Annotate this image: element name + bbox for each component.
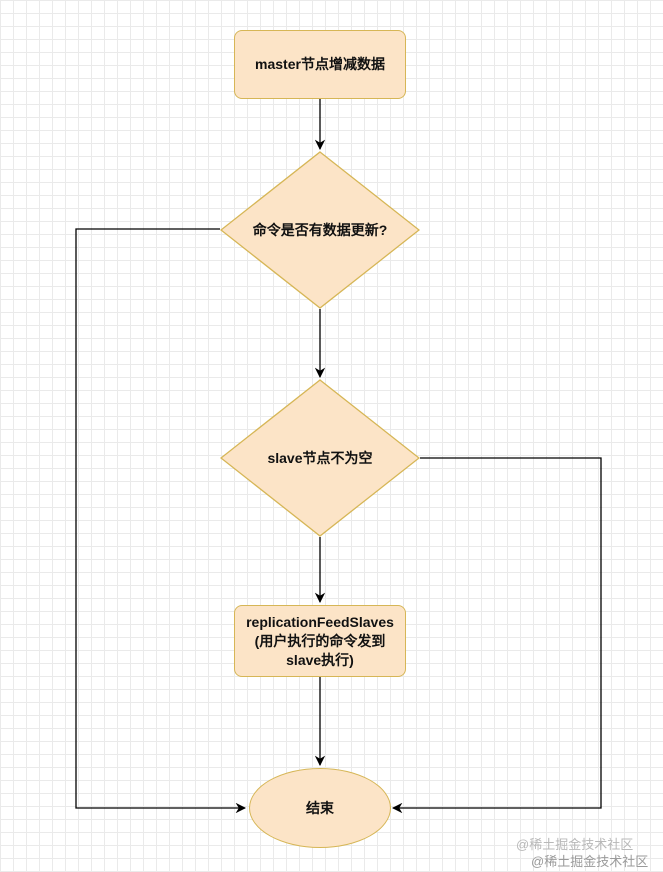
feed-slaves-line3: slave执行) bbox=[286, 651, 354, 668]
decision-data-update-label: 命令是否有数据更新? bbox=[252, 222, 388, 238]
end-node-label: 结束 bbox=[306, 799, 334, 816]
decision-slave-not-empty-label: slave节点不为空 bbox=[267, 450, 373, 466]
start-box-label: master节点增减数据 bbox=[255, 56, 385, 72]
arrow-decision2-to-end bbox=[391, 457, 602, 814]
feed-slaves-line1: replicationFeedSlaves bbox=[246, 613, 394, 630]
arrow-decision1-to-end bbox=[75, 228, 247, 814]
decision-slave-not-empty-shape bbox=[220, 379, 420, 537]
end-node: 结束 bbox=[249, 768, 391, 848]
start-box: master节点增减数据 bbox=[234, 30, 406, 99]
feed-slaves-line2: (用户执行的命令发到 bbox=[254, 632, 386, 649]
decision-data-update: 命令是否有数据更新? bbox=[220, 151, 420, 309]
watermark-text-2: @稀土掘金技术社区 bbox=[531, 854, 649, 869]
decision-slave-not-empty: slave节点不为空 bbox=[220, 379, 420, 537]
feed-slaves-box: replicationFeedSlaves (用户执行的命令发到 slave执行… bbox=[234, 605, 406, 677]
watermark-text-1: @稀土掘金技术社区 bbox=[516, 837, 634, 852]
decision-data-update-shape bbox=[220, 151, 420, 309]
